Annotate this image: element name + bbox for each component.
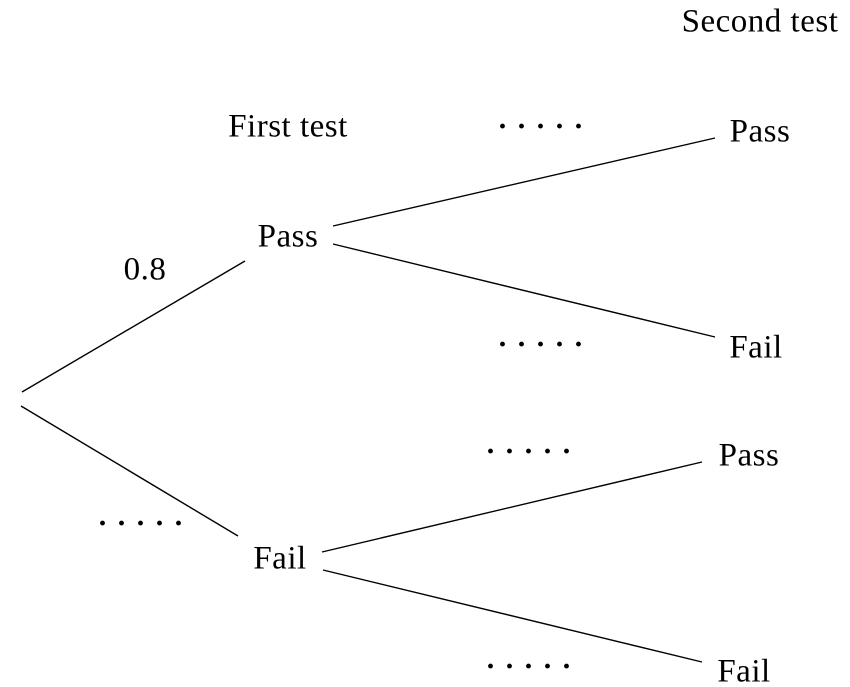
node-pass-fail: Fail [729,329,783,366]
first-test-header: First test [228,108,348,145]
probability-first-pass: 0.8 [123,251,167,288]
node-pass-pass: Pass [729,113,791,150]
edge-root-to-fail [20,405,239,537]
node-fail-pass: Pass [718,437,780,474]
edge-fail-to-fail [322,569,703,663]
probability-pass-fail: ····· [497,328,593,361]
node-fail-fail: Fail [717,653,771,687]
edge-pass-to-fail [332,243,716,338]
node-first-pass: Pass [257,218,319,255]
probability-fail-pass: ····· [485,435,581,468]
second-test-header: Second test [681,3,839,40]
probability-fail-fail: ····· [485,650,581,683]
node-first-fail: Fail [253,540,307,577]
probability-pass-pass: ····· [497,110,593,143]
edge-pass-to-pass [332,137,716,227]
probability-first-fail: ····· [97,507,193,540]
edge-root-to-pass [21,260,246,393]
edge-fail-to-pass [321,461,703,553]
